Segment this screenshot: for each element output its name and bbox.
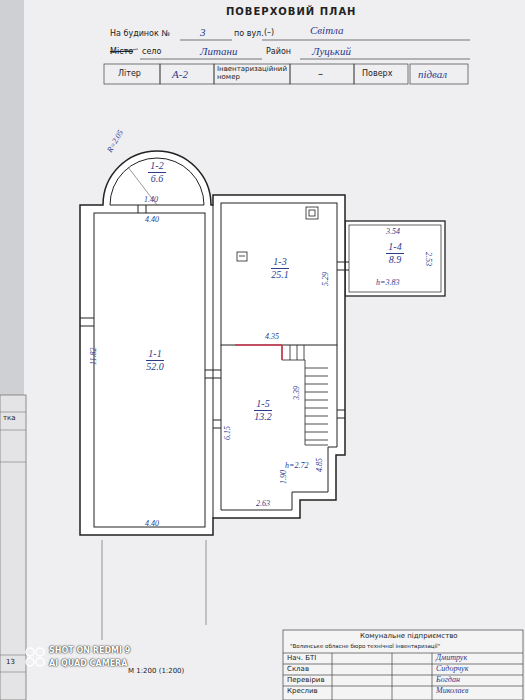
field-value: 3 — [200, 26, 206, 38]
field-caption: село — [142, 48, 161, 57]
field-value: Луцький — [312, 45, 351, 57]
paper — [24, 0, 525, 700]
side-table-rows — [0, 412, 26, 672]
field-caption: Поверх — [362, 70, 392, 79]
stamp-role: Нач. БТІ — [287, 655, 316, 663]
field-value: А-2 — [172, 68, 188, 80]
signature-name: Дмитрук — [436, 654, 467, 663]
room-area: 1-325.1 — [255, 248, 305, 288]
red-line — [235, 345, 282, 360]
room-area-value: 8.9 — [387, 254, 404, 266]
stamp-table — [283, 630, 523, 700]
ceiling-height: h=3.83 — [376, 279, 399, 288]
table-cell: 13 — [6, 659, 15, 667]
stamp-role: Перевірив — [287, 677, 325, 685]
field-value: Литани — [200, 45, 238, 57]
dimension: 5.29 — [322, 272, 331, 286]
room-number: 1-1 — [146, 348, 163, 361]
dimension: 4.40 — [145, 520, 159, 529]
watermark: SHOT ON REDMI 9 — [49, 647, 130, 656]
signature-name: Сидорчук — [436, 665, 468, 674]
room-area: 1-26.6 — [137, 157, 177, 187]
room-number: 1-3 — [271, 256, 288, 269]
dimension: 6.15 — [224, 426, 233, 440]
signature-name: Богдан — [436, 676, 460, 685]
room-area-value: 6.6 — [149, 173, 166, 185]
field-value: Світла — [310, 24, 344, 36]
organization: Комунальне підприємство — [360, 633, 458, 641]
room-number: 1-5 — [254, 398, 271, 411]
header-rules — [104, 40, 470, 84]
scale-note: М 1:200 (1:200) — [128, 668, 184, 676]
dimension: 1.40 — [144, 196, 158, 205]
field-caption: по вул. — [234, 30, 264, 39]
room-area: 1-513.2 — [243, 392, 283, 428]
dimension: 3.39 — [293, 386, 302, 400]
dimension: 2.53 — [423, 252, 432, 266]
stamp-role: Креслив — [287, 688, 318, 696]
dimension: 1.90 — [280, 470, 289, 484]
ceiling-height: h=2.72 — [285, 462, 308, 471]
openings — [80, 205, 349, 428]
room-number: 1-2 — [148, 160, 165, 173]
dimension: 3.54 — [386, 228, 400, 237]
outer-wall — [80, 151, 345, 535]
side-table — [0, 395, 26, 700]
fixtures — [237, 207, 318, 261]
field-caption: Район — [266, 48, 291, 57]
annex-walls — [345, 221, 445, 296]
room-area: 1-152.0 — [125, 340, 185, 380]
signature-name: Миколаєв — [436, 687, 468, 696]
field-value: – — [318, 68, 323, 79]
field-caption: На будинок № — [110, 30, 170, 39]
field-value: (–) — [264, 29, 274, 38]
room-number: 1-4 — [386, 241, 403, 254]
stamp-role: Склав — [287, 666, 309, 674]
inner-walls — [94, 158, 337, 527]
room-area-value: 13.2 — [252, 411, 274, 423]
room-area-value: 52.0 — [144, 361, 166, 373]
table-cell: тка — [3, 415, 16, 423]
room-area: 1-48.9 — [375, 238, 415, 268]
dimension: 4.85 — [316, 458, 325, 472]
field-caption: Місто — [110, 48, 133, 57]
dimension: 11.82 — [90, 348, 99, 365]
dimension-lines — [102, 167, 206, 640]
field-value: підвал — [418, 68, 447, 80]
dimension: 2.63 — [256, 500, 270, 509]
stairs — [282, 345, 328, 445]
watermark: AI QUAD CAMERA — [49, 660, 127, 669]
field-caption: Інвентаризаційний номер — [217, 66, 289, 81]
organization: "Волинське обласне бюро технічної інвент… — [290, 643, 440, 649]
dimension: 4.40 — [145, 216, 159, 225]
field-caption: Літер — [118, 70, 141, 79]
dimension: 4.35 — [265, 333, 279, 342]
room-area-value: 25.1 — [269, 269, 291, 281]
watermark-icon — [26, 648, 44, 666]
plan-title: ПОВЕРХОВИЙ ПЛАН — [226, 6, 357, 17]
